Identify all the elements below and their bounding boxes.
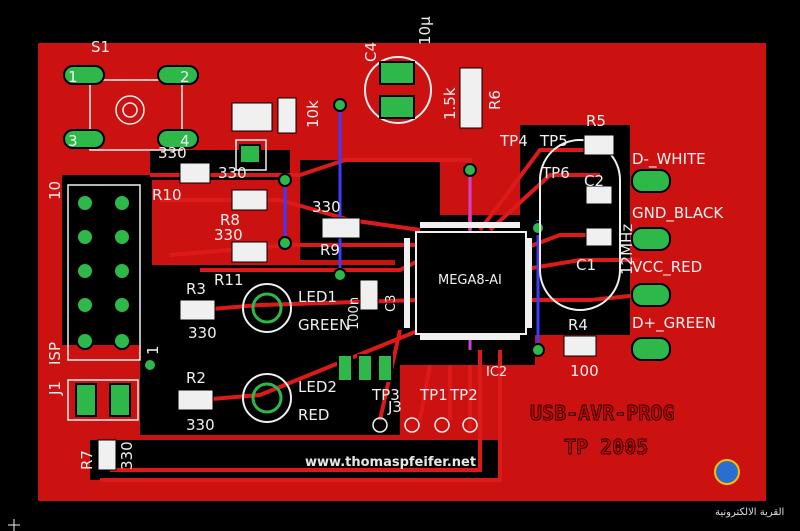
- website-watermark: www.thomaspfeifer.net: [305, 455, 476, 470]
- logo-text: القرية الالكترونية: [715, 507, 784, 518]
- tp-label: TP5: [539, 132, 568, 150]
- r2-label: R2: [186, 369, 206, 387]
- usb-vcc-label: VCC_RED: [632, 258, 702, 277]
- r6-value: 1.5k: [441, 87, 459, 120]
- switch-pin-3: 3: [68, 132, 78, 150]
- capacitor-c1: C1: [576, 227, 613, 274]
- r10-label: R10: [152, 186, 182, 204]
- logo-watermark: القرية الالكترونية: [714, 459, 784, 518]
- chip-label: MEGA8-AI: [438, 273, 502, 288]
- j1-label: J1: [46, 381, 64, 396]
- usb-pads: D-_WHITE GND_BLACK VCC_RED D+_GREEN: [631, 150, 724, 361]
- switch-pin-2: 2: [180, 68, 190, 86]
- r10-value: 330: [158, 144, 187, 162]
- led1-color: GREEN: [298, 316, 350, 334]
- resistor-r3: R11 R3 330: [179, 271, 244, 342]
- r2-value: 330: [186, 416, 215, 434]
- tp-label: TP6: [541, 164, 570, 182]
- r3-label: R3: [186, 280, 206, 298]
- c1-label: C1: [576, 256, 596, 274]
- capacitor-c3: 100n C3: [347, 279, 399, 330]
- capacitor-c2: C2: [584, 172, 613, 205]
- led-2: LED2 RED: [242, 373, 337, 424]
- r8-label: R8: [220, 211, 240, 229]
- r9-value: 330: [312, 198, 341, 216]
- j3-label: J3: [387, 398, 402, 416]
- isp-pin-1: 1: [144, 345, 162, 355]
- switch-pin-1: 1: [68, 68, 78, 86]
- r7-label: R7: [78, 450, 96, 470]
- r1-value: 10k: [304, 100, 322, 128]
- switch-label: S1: [91, 38, 110, 56]
- tp-label: TP3: [371, 386, 400, 404]
- isp-header: 10 1 ISP: [46, 181, 162, 365]
- r8-value: 330: [218, 164, 247, 182]
- jumper-j1: J1: [46, 379, 139, 421]
- led-1: LED1 GREEN: [242, 283, 350, 334]
- switch-pin-4: 4: [180, 132, 190, 150]
- led1-label: LED1: [298, 288, 337, 306]
- c3-value: 100n: [347, 297, 362, 330]
- ic-mega8: MEGA8-AI IC2: [404, 222, 532, 380]
- r11-label: R11: [214, 271, 244, 289]
- c3-label: C3: [384, 295, 399, 312]
- resistor-r4: R4 100: [563, 316, 599, 380]
- product-title: USB-AVR-PROG: [530, 401, 675, 425]
- ic-label: IC2: [486, 365, 507, 380]
- switch-s1: S1 1 2 3 4: [63, 38, 199, 151]
- resistor-r9: 330 R9: [312, 198, 361, 259]
- led2-label: LED2: [298, 378, 337, 396]
- usb-gnd-label: GND_BLACK: [632, 204, 724, 223]
- isp-label: ISP: [46, 342, 64, 365]
- resistor-r8: 330 R8 330: [214, 164, 268, 263]
- c2-label: C2: [584, 172, 604, 190]
- tp-label: TP1: [419, 386, 448, 404]
- c4-label: C4: [362, 42, 380, 62]
- isp-pin-10: 10: [46, 181, 64, 200]
- led2-color: RED: [298, 406, 329, 424]
- usb-d-minus-label: D-_WHITE: [632, 150, 706, 169]
- r4-label: R4: [568, 316, 588, 334]
- r8b-value: 330: [214, 226, 243, 244]
- product-subtitle: TP 2005: [564, 435, 648, 459]
- test-points: TP4 TP5 TP6 TP3 TP1 TP2 J3: [337, 132, 570, 433]
- resistor-r10: R10 330: [152, 144, 211, 204]
- resistor-r7: R7 330: [78, 439, 136, 471]
- resistor-r6: 1.5k R6: [441, 67, 504, 129]
- resistor-r2: R2 330: [177, 369, 215, 434]
- r6-label: R6: [486, 90, 504, 110]
- r5-label: R5: [586, 112, 606, 130]
- usb-d-plus-label: D+_GREEN: [632, 314, 716, 333]
- r3-value: 330: [188, 324, 217, 342]
- tp-label: TP2: [449, 386, 478, 404]
- capacitor-c4: C4 10µ: [362, 16, 434, 124]
- crosshair-mark: [8, 519, 20, 531]
- globe-icon: [714, 459, 740, 485]
- r9-label: R9: [320, 241, 340, 259]
- r4-value: 100: [570, 362, 599, 380]
- resistor-10k: 10k: [231, 97, 322, 171]
- resistor-r5: R5: [583, 112, 615, 156]
- tp-label: TP4: [499, 132, 528, 150]
- r7-value: 330: [118, 441, 136, 470]
- c4-value: 10µ: [416, 16, 434, 45]
